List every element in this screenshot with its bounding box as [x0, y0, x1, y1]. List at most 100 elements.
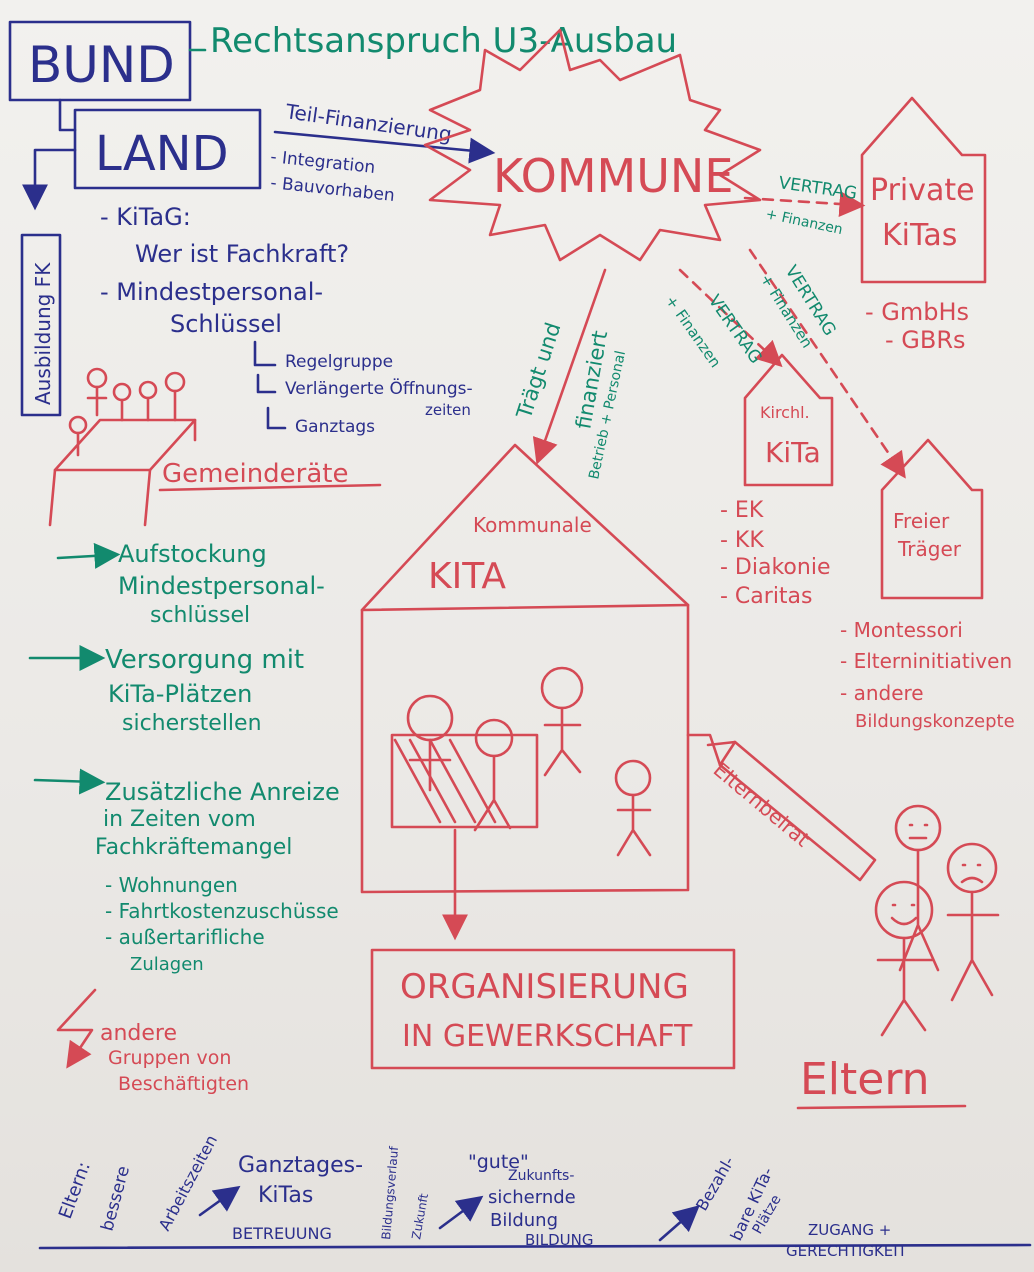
zukunfts-text: Zukunfts- [508, 1168, 574, 1184]
vertrag-top-text: VERTRAG [777, 173, 858, 204]
andere-gruppen-arrow [56, 988, 97, 1069]
bund-section: BUND Rechtsanspruch U3-Ausbau [8, 20, 677, 102]
bildung-small-text: Bildung [490, 1210, 558, 1231]
kommunale-kita-section: Trägt und finanziert Betrieb + Personal … [360, 268, 690, 941]
kommune-private-arrow [743, 191, 866, 217]
schluessel-text: Schlüssel [170, 310, 282, 338]
kommune-section: KOMMUNE [423, 28, 762, 262]
organisierung-line2: IN GEWERKSCHAFT [402, 1019, 693, 1054]
goal3-arrow [33, 768, 106, 795]
eltern-label: Eltern [800, 1054, 930, 1105]
bildung-text: BILDUNG [525, 1231, 593, 1249]
kirchl-kita-section: Kirchl. KiTa - EK - KK - Diakonie - Cari… [662, 268, 834, 609]
gemeinderaete-section: Gemeinderäte [48, 367, 382, 527]
rechtsanspruch-text: Rechtsanspruch U3-Ausbau [210, 21, 677, 61]
kommune-star [423, 28, 762, 262]
kommune-to-kita-arrow [532, 268, 607, 465]
zeiten-text: zeiten [425, 401, 471, 419]
goal1-arrow [56, 542, 121, 569]
finanzen-top-text: + Finanzen [764, 206, 844, 238]
oeffnungszeiten-bullet [256, 373, 277, 394]
goal3-line3: Fachkräftemangel [95, 835, 292, 860]
oeffnungszeiten-text: Verlängerte Öffnungs- [285, 377, 473, 399]
bessere-text: bessere [98, 1164, 135, 1233]
land-section: LAND Teil-Finanzierung - Integration - B… [20, 98, 496, 437]
betreuung-arrow [198, 1185, 241, 1217]
elterninitiativen-text: - Elterninitiativen [840, 649, 1012, 673]
diakonie-text: - Diakonie [720, 555, 830, 580]
private-kitas-line1: Private [870, 173, 975, 208]
goal1-line2: Mindestpersonal- [118, 572, 325, 600]
eltern-section: Eltern [796, 804, 1000, 1110]
organisierung-section: ORGANISIERUNG IN GEWERKSCHAFT [370, 948, 736, 1070]
bezahlbare-text: Bezahl- [692, 1153, 738, 1214]
footer-baseline [38, 1243, 1032, 1250]
private-kitas-house [860, 96, 987, 284]
footer-section: Eltern: bessere Arbeitszeiten Ganztages-… [38, 1132, 1032, 1260]
kita-people-icon [390, 666, 652, 857]
private-kitas-line2: KiTas [882, 218, 957, 253]
kommune-freier-arrow [748, 248, 906, 479]
mindestpersonal-text: - Mindestpersonal- [100, 278, 323, 306]
kommune-kirchl-arrow [678, 268, 783, 368]
andere-gruppen-line3: Beschäftigten [118, 1073, 249, 1095]
integration-text: - Integration [269, 147, 376, 178]
montessori-text: - Montessori [840, 618, 963, 642]
zugang-text: ZUGANG + [808, 1221, 891, 1239]
bildungsverlauf-text: Bildungsverlauf [379, 1145, 401, 1240]
wohnungen-text: - Wohnungen [105, 873, 238, 897]
land-to-kommune-arrow [273, 130, 496, 164]
gemeinderaete-underline [158, 483, 382, 492]
ganztags-text: Ganztags [295, 417, 375, 437]
kirchl-kita-line1: Kirchl. [760, 403, 810, 422]
goal3-line1: Zusätzliche Anreize [105, 778, 340, 806]
wer-fachkraft-text: Wer ist Fachkraft? [135, 240, 349, 268]
ausbildung-box [20, 233, 62, 417]
kk-text: - KK [720, 528, 764, 553]
freier-traeger-line2: Träger [897, 537, 962, 561]
bund-label: BUND [28, 36, 175, 94]
sichernde-text: sichernde [488, 1187, 576, 1208]
gerechtigkeit-text: GERECHTIGKEIT [786, 1242, 908, 1260]
bund-land-connector [58, 98, 77, 132]
bund-box [8, 20, 192, 102]
fahrtkosten-text: - Fahrtkostenzuschüsse [105, 899, 339, 923]
private-kitas-section: Private KiTas - GmbHs - GBRs VERTRAG + F… [743, 96, 987, 354]
zugang-arrow [658, 1205, 700, 1242]
goal2-line3: sicherstellen [122, 711, 262, 736]
bildungskonzepte-text: Bildungskonzepte [855, 711, 1015, 732]
gemeinderaete-label: Gemeinderäte [162, 459, 348, 489]
regelgruppe-text: Regelgruppe [285, 352, 393, 372]
land-label: LAND [95, 126, 229, 182]
ek-text: - EK [720, 498, 764, 523]
kitag-text: - KiTaG: [100, 203, 191, 231]
goal3-line2: in Zeiten vom [103, 807, 256, 832]
andere-gruppen-section: andere Gruppen von Beschäftigten [56, 988, 249, 1095]
regelgruppe-bullet [253, 340, 277, 367]
gbrs-text: - GBRs [885, 326, 966, 354]
organisierung-line1: ORGANISIERUNG [400, 967, 689, 1007]
bauvorhaben-text: - Bauvorhaben [269, 173, 395, 206]
table-legs [48, 418, 197, 527]
aussertariflich-text: - außertarifliche [105, 925, 265, 949]
andere-text: - andere [840, 681, 924, 705]
andere-gruppen-line2: Gruppen von [108, 1047, 231, 1069]
kommune-label: KOMMUNE [493, 149, 733, 203]
goal1-line1: Aufstockung [118, 540, 267, 568]
zulagen-text: Zulagen [130, 954, 204, 975]
bildung-arrow [438, 1195, 484, 1230]
gmbhs-text: - GmbHs [865, 298, 969, 326]
ganztags-bullet [266, 406, 287, 430]
betreuung-text: BETREUUNG [232, 1224, 332, 1243]
zukunft-text: Zukunft [409, 1192, 431, 1240]
elternbeirat-band-end [718, 740, 737, 767]
kommunale-label: Kommunale [473, 513, 592, 537]
kita-label: KITA [428, 556, 506, 597]
elternbeirat-text: Elternbeirat [709, 757, 815, 851]
freier-traeger-line1: Freier [893, 509, 950, 533]
footer-eltern-label: Eltern: [55, 1159, 95, 1222]
gute-text: "gute" [468, 1151, 529, 1173]
goal2-line2: KiTa-Plätzen [108, 680, 252, 708]
